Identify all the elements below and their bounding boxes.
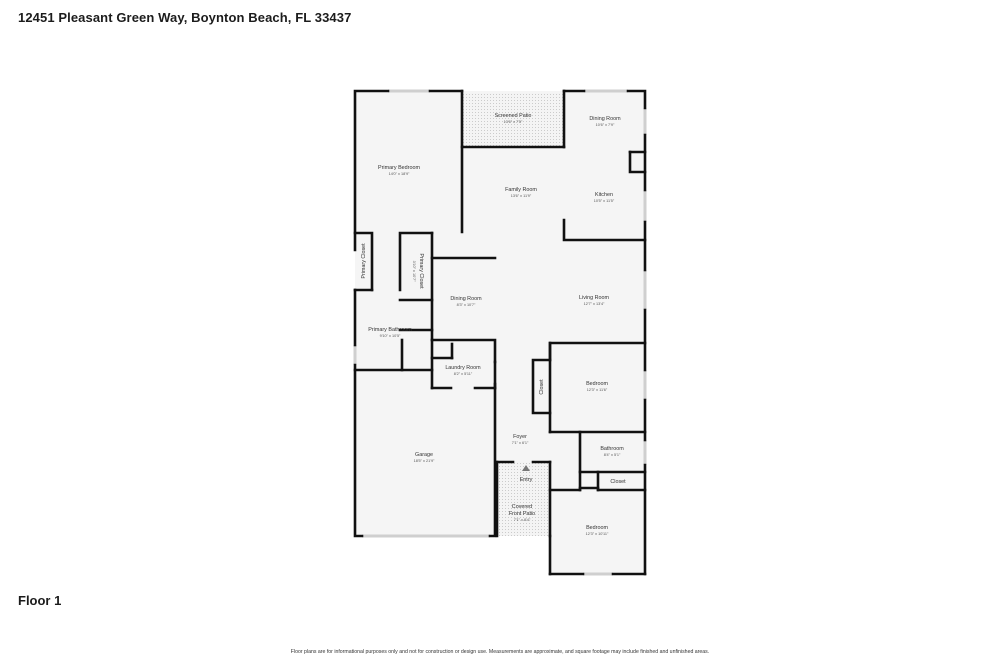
room-dims-bathroom: 8'4" x 5'1" xyxy=(604,453,621,457)
room-name-primary-bathroom: Primary Bathroom xyxy=(368,327,412,333)
room-name-living-room: Living Room xyxy=(579,295,609,301)
room-name-covered-front-patio-2: Front Patio xyxy=(509,511,535,517)
room-dims-kitchen: 10'5" x 11'5" xyxy=(594,199,615,203)
room-name-primary-bedroom: Primary Bedroom xyxy=(378,165,420,171)
floor-label: Floor 1 xyxy=(18,593,62,608)
front-patio-area xyxy=(497,462,550,536)
room-dims-living-room: 12'7" x 13'4" xyxy=(584,302,605,306)
windows xyxy=(353,89,647,576)
room-name-primary-closet-a: Primary Closet xyxy=(361,243,367,279)
disclaimer-text: Floor plans are for informational purpos… xyxy=(290,649,710,655)
room-name-closet-small: Closet xyxy=(610,479,626,485)
room-dims-primary-bedroom: 14'0" x 18'9" xyxy=(389,172,410,176)
room-name-dining-room-2: Dining Room xyxy=(450,296,482,302)
room-labels: Screened Patio 13'6" x 7'5" Dining Room … xyxy=(361,113,626,536)
room-name-closet-vertical: Closet xyxy=(539,379,545,395)
room-name-garage: Garage xyxy=(415,452,433,458)
room-dims-laundry-room: 8'2" x 5'11" xyxy=(454,372,473,376)
room-name-bedroom-1: Bedroom xyxy=(586,381,608,387)
room-dims-primary-closet-b: 3'10" x 10'7" xyxy=(412,261,416,282)
room-name-screened-patio: Screened Patio xyxy=(495,113,532,119)
floor-areas xyxy=(355,91,645,574)
room-name-bathroom: Bathroom xyxy=(600,446,624,452)
room-dims-bedroom-1: 12'3" x 11'6" xyxy=(587,388,608,392)
room-name-bedroom-2: Bedroom xyxy=(586,525,608,531)
room-name-foyer: Foyer xyxy=(513,434,527,440)
screened-patio-area xyxy=(462,93,564,147)
property-address: 12451 Pleasant Green Way, Boynton Beach,… xyxy=(18,10,352,25)
room-dims-family-room: 13'6" x 11'9" xyxy=(511,194,532,198)
room-name-primary-closet-b: Primary Closet xyxy=(418,253,424,289)
room-name-covered-front-patio-1: Covered xyxy=(512,504,532,510)
room-dims-dining-room: 10'6" x 7'9" xyxy=(596,123,615,127)
room-dims-garage: 18'5" x 21'9" xyxy=(414,459,435,463)
room-name-dining-room: Dining Room xyxy=(589,116,621,122)
room-dims-dining-room-2: 8'3" x 10'7" xyxy=(457,303,476,307)
walls xyxy=(353,89,647,576)
room-dims-bedroom-2: 12'3" x 10'11" xyxy=(586,532,609,536)
room-name-kitchen: Kitchen xyxy=(595,192,613,198)
room-dims-primary-bathroom: 9'10" x 10'5" xyxy=(380,334,401,338)
room-name-laundry-room: Laundry Room xyxy=(445,365,481,371)
room-dims-covered-front-patio: 7'1" x 8'4" xyxy=(514,518,531,522)
room-dims-foyer: 7'1" x 6'1" xyxy=(512,441,529,445)
room-name-family-room: Family Room xyxy=(505,187,537,193)
room-name-entry: Entry xyxy=(520,477,533,483)
room-dims-screened-patio: 13'6" x 7'5" xyxy=(504,120,523,124)
entry-arrow-icon xyxy=(522,465,530,471)
